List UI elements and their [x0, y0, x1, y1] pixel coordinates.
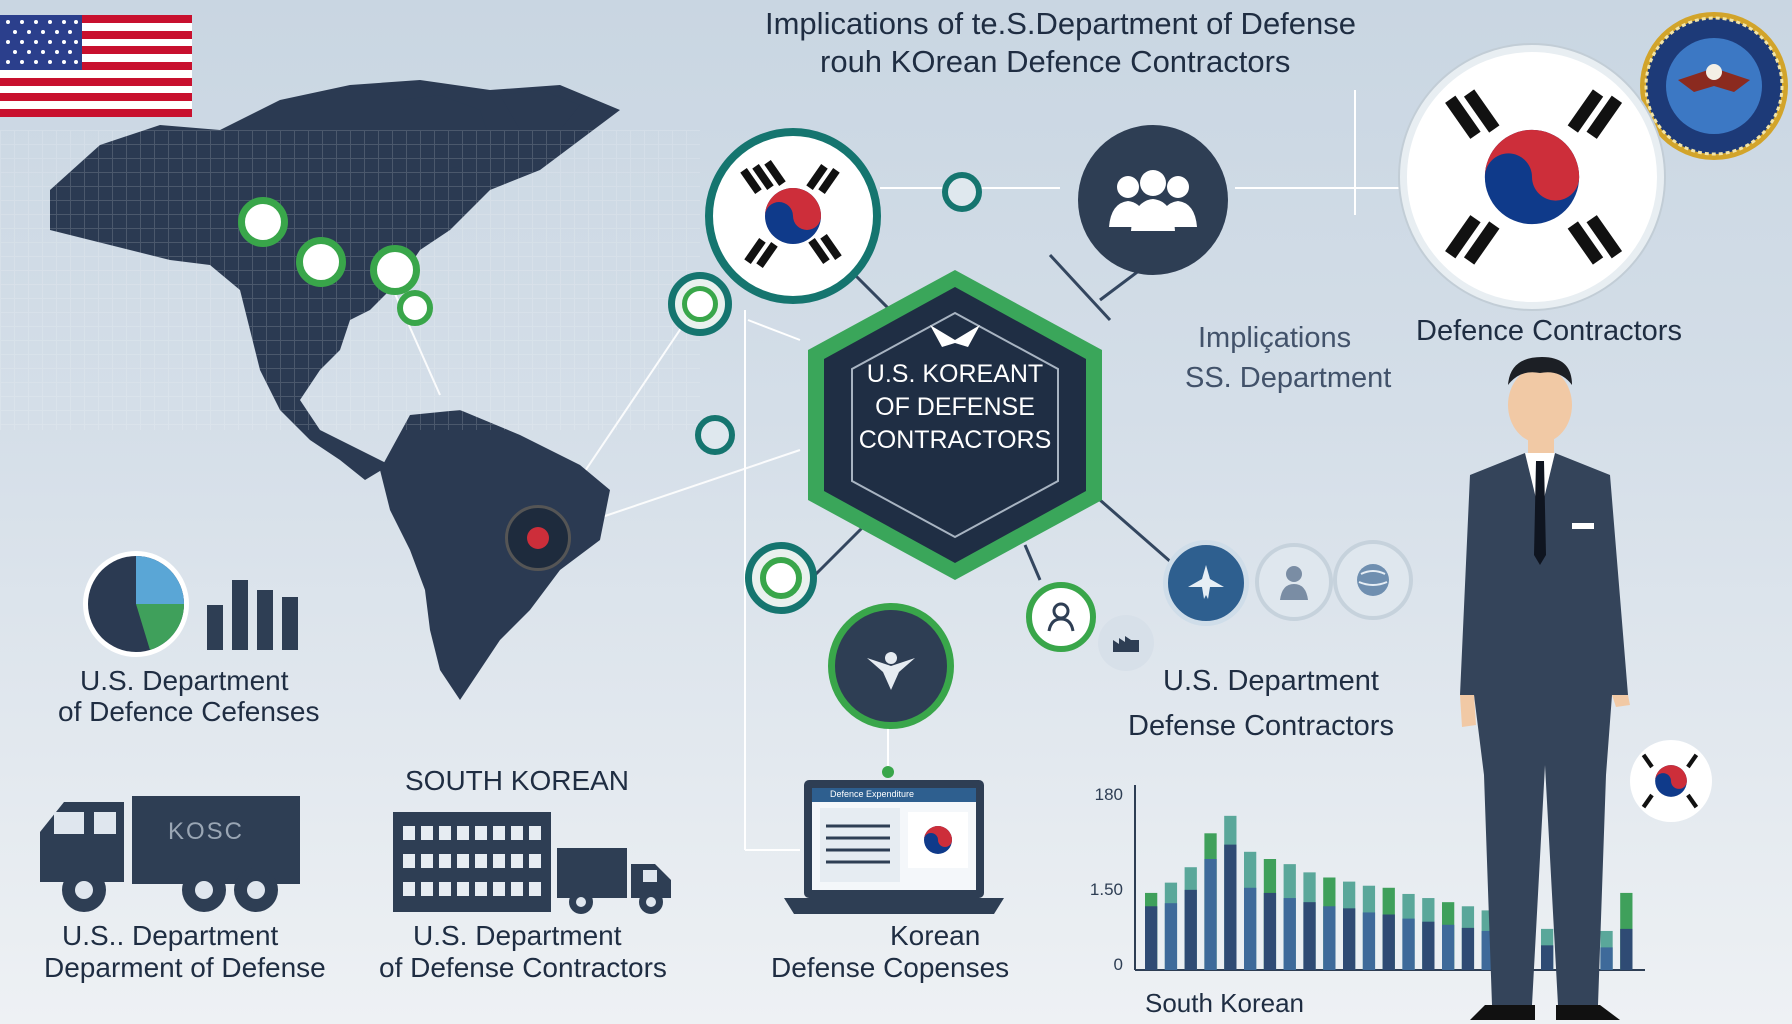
node-small-3[interactable] [942, 172, 982, 212]
bar-series-1-2 [1184, 889, 1197, 970]
bar-series-1-16 [1461, 927, 1475, 970]
node-globe-icon-circle[interactable] [1333, 540, 1413, 620]
defence-contractors-label: Defence Contractors [1416, 315, 1682, 347]
bar-series-1-20 [1541, 945, 1554, 970]
mini-bar-chart-icon [207, 580, 298, 650]
map-marker-3[interactable] [370, 245, 420, 295]
building-caption-line1: U.S. Department [413, 920, 622, 951]
us-flag-icon [0, 15, 192, 117]
implications-line1: Impliçations [1198, 322, 1352, 354]
bar-series-1-24 [1620, 928, 1633, 970]
pie-chart-icon [83, 551, 189, 657]
left-chart-label-line1: U.S. Department [80, 665, 289, 696]
bar-series-1-3 [1204, 859, 1217, 970]
us-department-label: U.S. Department [1163, 665, 1379, 697]
laptop-header: Defence Expenditure [830, 789, 915, 799]
bar-series-1-23 [1600, 947, 1613, 970]
fighter-jet-icon [1188, 565, 1224, 599]
map-marker-2[interactable] [296, 237, 346, 287]
map-marker-4[interactable] [397, 290, 433, 326]
laptop-caption-line1: Korean [890, 920, 981, 951]
bar-series-1-1 [1164, 903, 1178, 970]
node-factory-small[interactable] [1098, 615, 1154, 671]
people-icon [1109, 170, 1197, 231]
bar-series-1-9 [1323, 906, 1336, 970]
korea-flag-node[interactable] [705, 128, 881, 304]
bar-series-1-0 [1145, 906, 1158, 970]
bar-series-1-7 [1283, 898, 1296, 970]
truck-caption-line1: U.S.. Department [62, 920, 279, 951]
bar-series-1-5 [1244, 887, 1257, 970]
military-emblem-node[interactable] [828, 603, 954, 729]
bar-series-1-10 [1343, 908, 1356, 970]
korea-flag-small [1630, 740, 1712, 822]
korea-flag-large-icon [1445, 89, 1623, 265]
globe-icon [1357, 564, 1389, 596]
node-soldier-icon-circle[interactable] [1255, 543, 1333, 621]
laptop-caption-line2: Defense Copenses [771, 952, 1010, 983]
center-hex-line2: OF DEFENSE [875, 393, 1035, 421]
korea-flag-small-icon [1641, 753, 1699, 809]
map-grid [0, 130, 700, 430]
defense-contractors-label: Defense Contractors [1128, 710, 1394, 742]
businessman-illustration [1460, 357, 1630, 1020]
truck-caption-line2: Deparment of Defense [44, 952, 326, 983]
node-person-small[interactable] [1026, 582, 1096, 652]
bar-series-1-14 [1422, 921, 1435, 970]
center-hex-line1: U.S. KOREANT [866, 360, 1044, 388]
building-icon [393, 812, 551, 912]
factory-icon [1113, 636, 1139, 652]
bar-series-1-8 [1303, 902, 1316, 970]
node-small-4[interactable] [745, 542, 817, 614]
map-marker-1[interactable] [238, 197, 288, 247]
node-small-2[interactable] [695, 415, 735, 455]
bar-series-1-12 [1382, 914, 1395, 970]
y-tick-3: 0 [1114, 955, 1123, 974]
laptop-icon [784, 780, 1004, 914]
node-small-1[interactable] [668, 272, 732, 336]
soldier-icon [1280, 566, 1308, 600]
military-emblem-icon [867, 652, 915, 690]
bar-series-1-13 [1402, 918, 1415, 970]
eagle-emblem-icon [930, 325, 980, 347]
y-tick-1: 180 [1095, 785, 1123, 804]
korea-flag-large [1400, 45, 1664, 309]
bar-series-1-4 [1224, 844, 1237, 970]
small-truck-icon [557, 848, 671, 914]
bar-series-1-6 [1263, 892, 1277, 970]
bar-series-1-11 [1362, 912, 1376, 970]
truck-icon [40, 796, 300, 912]
title-line1: Implications of te.S.Department of Defen… [765, 6, 1357, 41]
south-korean-heading: SOUTH KOREAN [405, 765, 630, 796]
people-node[interactable] [1078, 125, 1228, 275]
department-seal-icon [1640, 12, 1788, 160]
bars-group [1145, 815, 1633, 970]
center-hexagon[interactable] [800, 265, 1110, 585]
left-chart-label-line2: of Defence Cefenses [58, 696, 320, 727]
korea-flag-icon [740, 160, 842, 268]
center-hex-line3: CONTRACTORS [858, 426, 1052, 454]
person-icon [1047, 602, 1075, 632]
map-marker-brazil[interactable] [505, 505, 571, 571]
title-line2: rouh KOrean Defence Contractors [820, 44, 1291, 79]
truck-panel-text: KOSC [168, 818, 245, 845]
bar-chart-caption: South Korean [1145, 988, 1305, 1018]
bar-series-1-15 [1442, 924, 1455, 970]
implications-line2: SS. Department [1185, 362, 1392, 394]
building-caption-line2: of Defense Contractors [379, 952, 667, 983]
bar-chart: 180 1.50 0 [1090, 785, 1645, 974]
node-jet-icon-circle[interactable] [1163, 540, 1249, 626]
y-tick-2: 1.50 [1090, 880, 1123, 899]
